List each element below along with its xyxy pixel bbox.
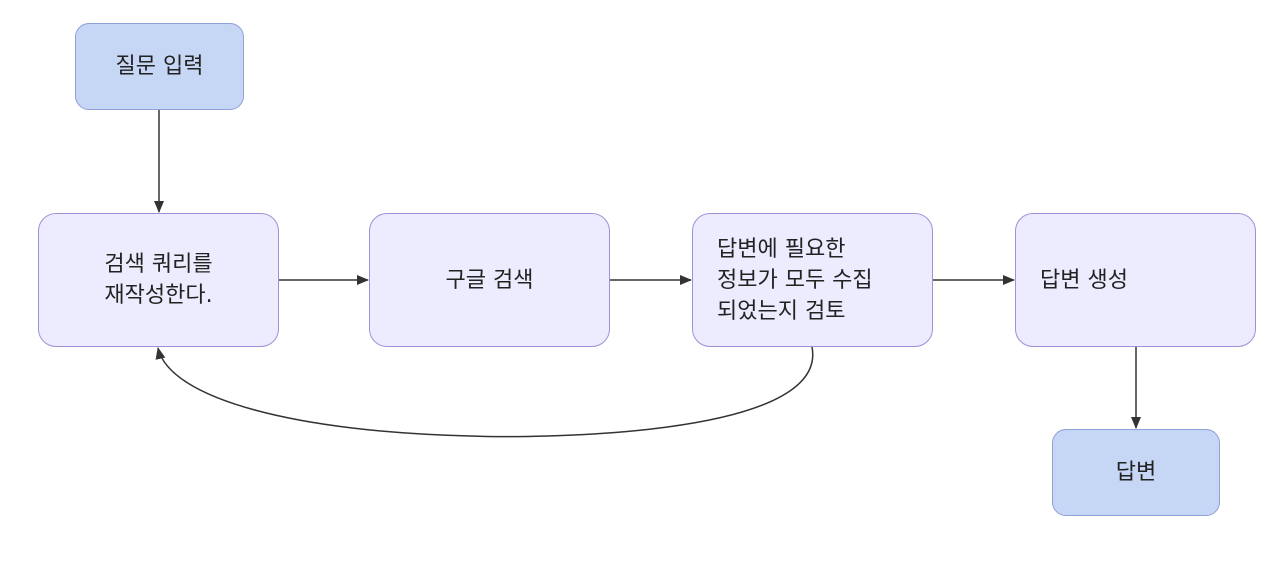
node-generate-answer: 답변 생성 [1015,213,1256,347]
node-label-line: 구글 검색 [445,267,534,293]
node-label-line: 재작성한다. [104,283,213,308]
node-label-line: 정보가 모두 수집 [717,267,873,293]
node-label-line: 되었는지 검토 [717,298,846,324]
edge-check-to-rewrite-loop [155,346,814,438]
node-check-info: 답변에 필요한 정보가 모두 수집 되었는지 검토 [692,213,933,347]
node-label-line: 답변 [1115,460,1157,485]
node-google-search: 구글 검색 [369,213,610,347]
node-label-line: 답변에 필요한 [717,236,846,262]
node-question-input: 질문 입력 [75,23,244,110]
node-answer: 답변 [1052,429,1220,516]
node-label-line: 질문 입력 [115,54,204,79]
node-label-line: 답변 생성 [1040,267,1128,293]
node-label-line: 검색 쿼리를 [104,252,213,277]
node-rewrite-query: 검색 쿼리를 재작성한다. [38,213,279,347]
